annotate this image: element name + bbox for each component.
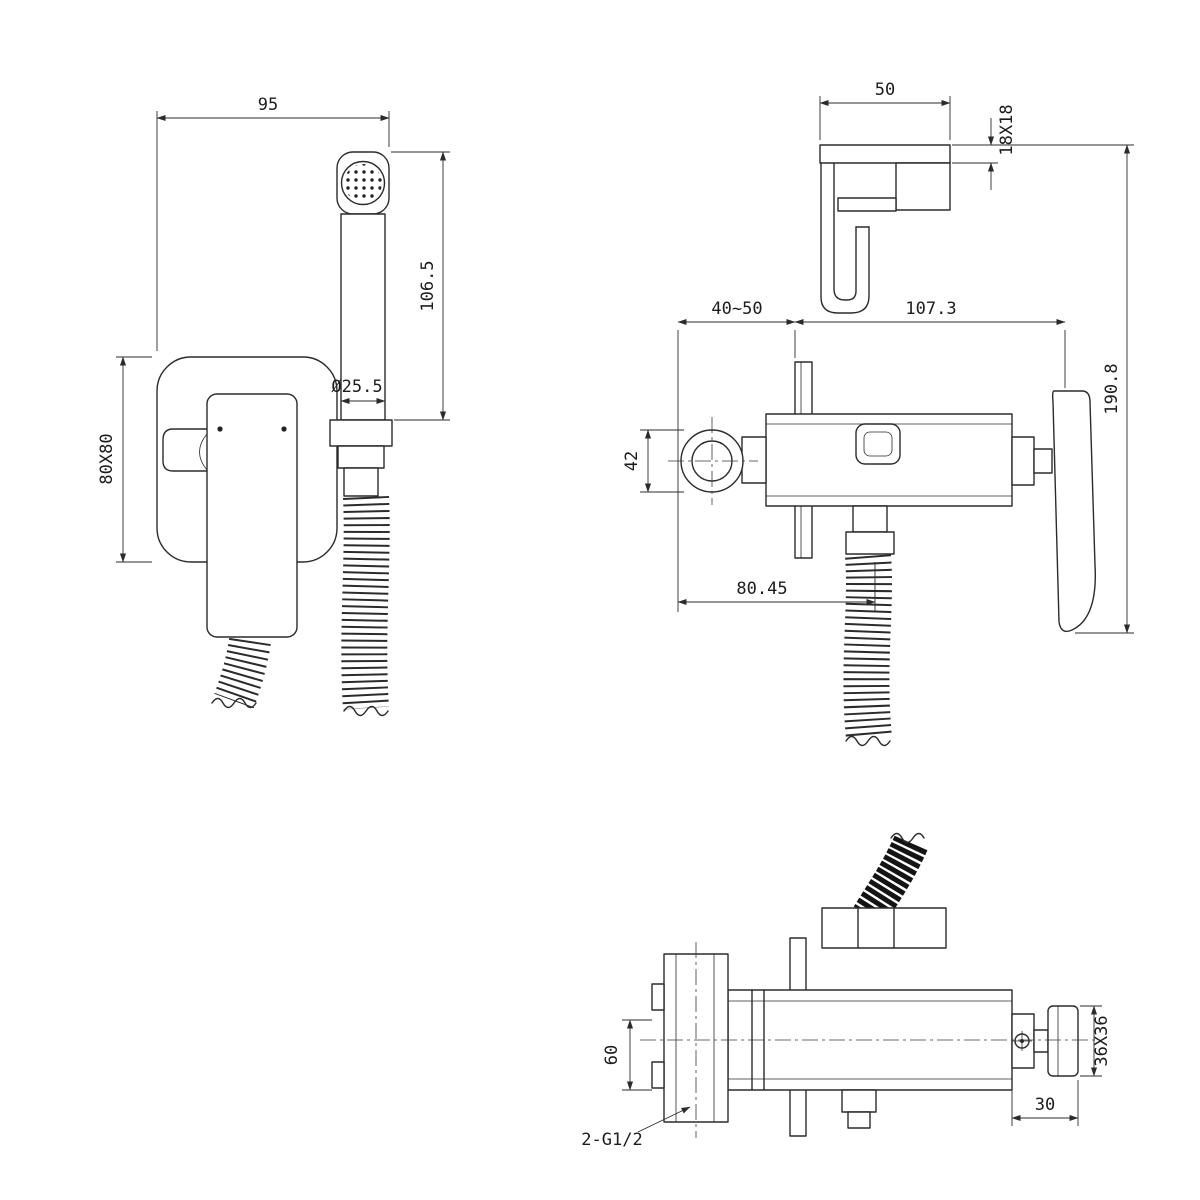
bottom-dimensions: 60 2-G1/2 30 36X36 xyxy=(581,1005,1112,1150)
dim-inlet-height: 42 xyxy=(622,451,642,471)
front-hoses xyxy=(211,495,390,717)
hose-side xyxy=(843,554,892,741)
hose-connector-side xyxy=(852,505,888,533)
front-dimensions: 95 106.5 Ø25.5 80X80 xyxy=(97,95,450,563)
inlet-neck xyxy=(741,436,767,484)
side-view: 50 18X18 40~50 107.3 42 190.8 80.45 xyxy=(622,80,1134,747)
dim-handle-section: 36X36 xyxy=(1092,1015,1112,1066)
hose-break-bottom xyxy=(890,832,925,844)
holder-bracket-bottom xyxy=(821,907,947,949)
side-dimensions: 50 18X18 40~50 107.3 42 190.8 80.45 xyxy=(622,80,1134,634)
dim-overall-width: 95 xyxy=(258,95,278,115)
dim-cap-length: 30 xyxy=(1035,1095,1055,1115)
sprayer-holder-cup xyxy=(329,419,393,447)
dim-body-length: 107.3 xyxy=(905,299,956,319)
handle-stem-bottom xyxy=(1033,1029,1049,1053)
outlet-boss-inner xyxy=(863,431,893,457)
mixer-lever-front xyxy=(206,393,298,638)
dim-sprayer-diameter: Ø25.5 xyxy=(331,377,382,397)
dim-plate-size: 80X80 xyxy=(97,433,117,484)
bracket-arm xyxy=(837,197,897,212)
handle-step xyxy=(1011,436,1035,486)
dim-hose-offset: 80.45 xyxy=(736,579,787,599)
thread-callout: 2-G1/2 xyxy=(581,1130,642,1150)
holder-hook-front xyxy=(162,428,208,472)
screw-left xyxy=(217,426,223,432)
lever-pivot-arc xyxy=(199,433,208,471)
handle-blade xyxy=(1051,390,1097,633)
holder-bracket-side xyxy=(819,144,951,314)
dim-wall-depth: 40~50 xyxy=(711,299,762,319)
dim-body-height: 60 xyxy=(602,1045,622,1065)
dim-holder-section: 18X18 xyxy=(997,104,1017,155)
handle-cap xyxy=(1047,1005,1079,1077)
outlet-stub xyxy=(841,1089,877,1113)
hook-outer xyxy=(820,162,870,314)
bracket-bar xyxy=(819,144,951,164)
outlet-boss xyxy=(855,423,901,465)
outlet-stub-tip xyxy=(847,1111,871,1129)
dim-sprayer-height: 106.5 xyxy=(418,260,438,311)
hose-right xyxy=(341,495,390,710)
front-view: 95 106.5 Ø25.5 80X80 xyxy=(97,95,450,717)
hose-nut-side xyxy=(845,531,895,555)
hose-break-side xyxy=(845,735,891,747)
dim-overall-height: 190.8 xyxy=(1102,363,1122,414)
hose-left xyxy=(214,637,271,709)
spray-nozzles xyxy=(344,164,382,202)
hand-sprayer xyxy=(329,151,393,497)
bracket-block xyxy=(895,162,951,211)
bottom-view: 60 2-G1/2 30 36X36 xyxy=(581,832,1112,1150)
hose-break-right xyxy=(343,705,389,717)
tee-boss-top xyxy=(651,983,665,1011)
hook-inner xyxy=(833,162,857,301)
hose-nut-front xyxy=(337,445,385,469)
hose-connector-front xyxy=(343,467,379,497)
handle-stem xyxy=(1033,448,1053,474)
tee-boss-bottom xyxy=(651,1061,665,1089)
hose-bottom-dark xyxy=(853,835,928,926)
screw-right xyxy=(281,426,287,432)
dim-holder-width: 50 xyxy=(875,80,895,100)
hose-break-left xyxy=(211,697,257,709)
